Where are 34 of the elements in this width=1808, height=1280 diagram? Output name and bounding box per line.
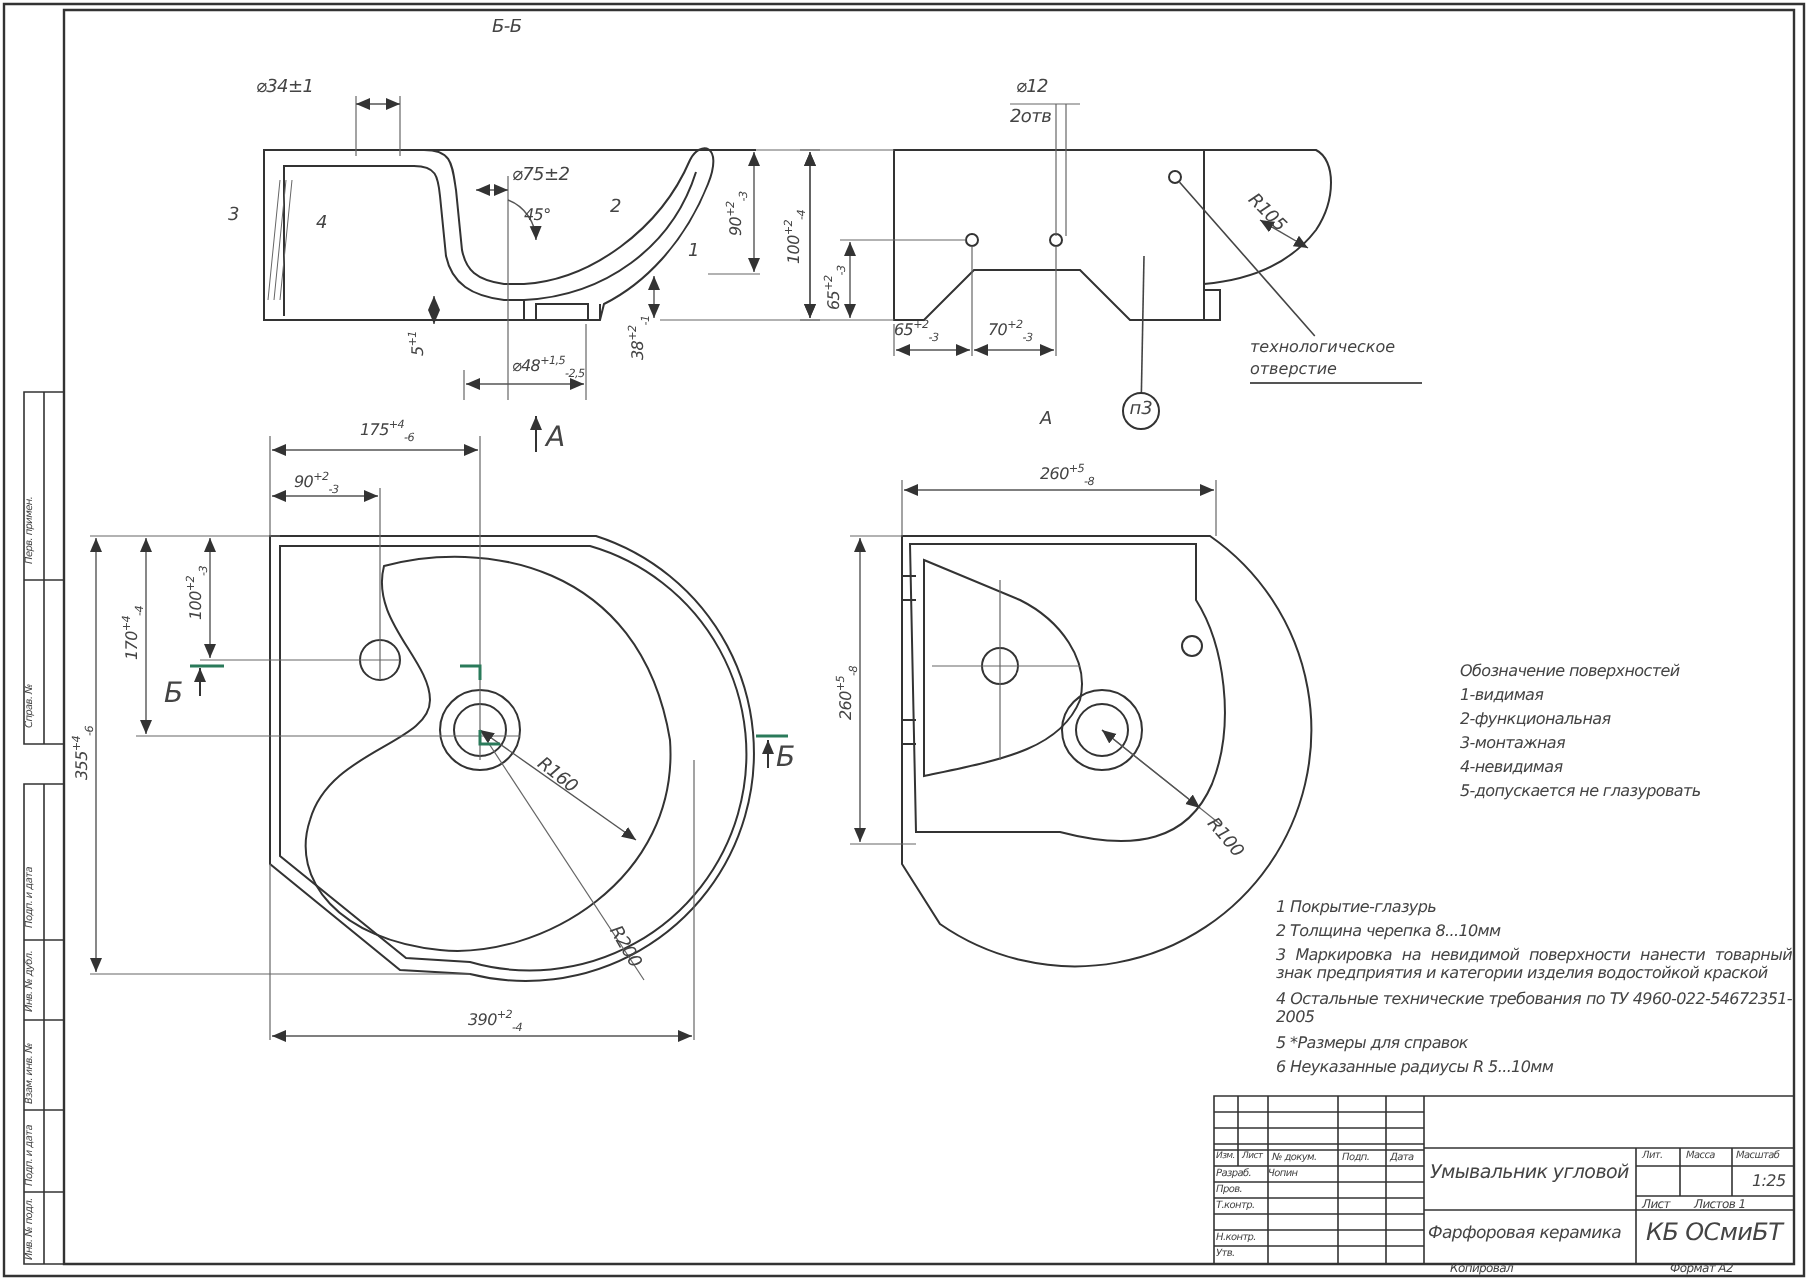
dimension-label: 2отв bbox=[1010, 110, 1052, 130]
legend-text: 4-невидимая bbox=[1460, 760, 1563, 778]
note-text: 5 *Размеры для справок bbox=[1276, 1036, 1468, 1054]
surface-number: 4 bbox=[316, 216, 327, 236]
dimension-label: ⌀12 bbox=[1016, 80, 1048, 100]
note-text: 3 Маркировка на невидимой поверхности нанести товарный знак предприятия и категории изделия водостойкой краской bbox=[1276, 948, 1792, 984]
leader-text: технологическое отверстие bbox=[1250, 336, 1422, 384]
legend-text: 1-видимая bbox=[1460, 688, 1544, 706]
material-text: Фарфоровая керамика bbox=[1428, 1226, 1622, 1245]
section-label: Б-Б bbox=[492, 20, 522, 40]
drawing-code: КБ ОСмиБТ bbox=[1646, 1220, 1783, 1247]
dimension-label: ⌀75±2 bbox=[512, 168, 570, 188]
dimension-label: ⌀34±1 bbox=[256, 80, 314, 100]
leader-line bbox=[1178, 181, 1316, 337]
view-label: А bbox=[1040, 412, 1052, 432]
legend-text: 3-монтажная bbox=[1460, 736, 1566, 754]
legend-text: 2-функциональная bbox=[1460, 712, 1611, 730]
leader-line bbox=[1140, 255, 1145, 393]
legend-heading: Обозначение поверхностей bbox=[1460, 664, 1680, 682]
note-text: 4 Остальные технические требования по ТУ 4960-022-54672351-2005 bbox=[1276, 992, 1792, 1028]
section-letter: Б bbox=[164, 680, 183, 711]
note-text: 1 Покрытие-глазурь bbox=[1276, 900, 1437, 918]
note-text: 2 Толщина черепка 8...10мм bbox=[1276, 924, 1501, 942]
surface-number: 3 bbox=[228, 208, 239, 228]
hole bbox=[1168, 170, 1182, 184]
surface-number: 1 bbox=[688, 244, 699, 264]
drawing-title: Умывальник угловой bbox=[1430, 1164, 1629, 1185]
callout-number: п3 bbox=[1122, 392, 1160, 430]
section-letter: Б bbox=[776, 744, 795, 775]
section-letter: А bbox=[546, 424, 565, 455]
note-text: 6 Неуказанные радиусы R 5...10мм bbox=[1276, 1060, 1554, 1078]
scale-value: 1:25 bbox=[1752, 1174, 1786, 1192]
surface-number: 2 bbox=[610, 200, 621, 220]
legend-text: 5-допускается не глазуровать bbox=[1460, 784, 1701, 802]
